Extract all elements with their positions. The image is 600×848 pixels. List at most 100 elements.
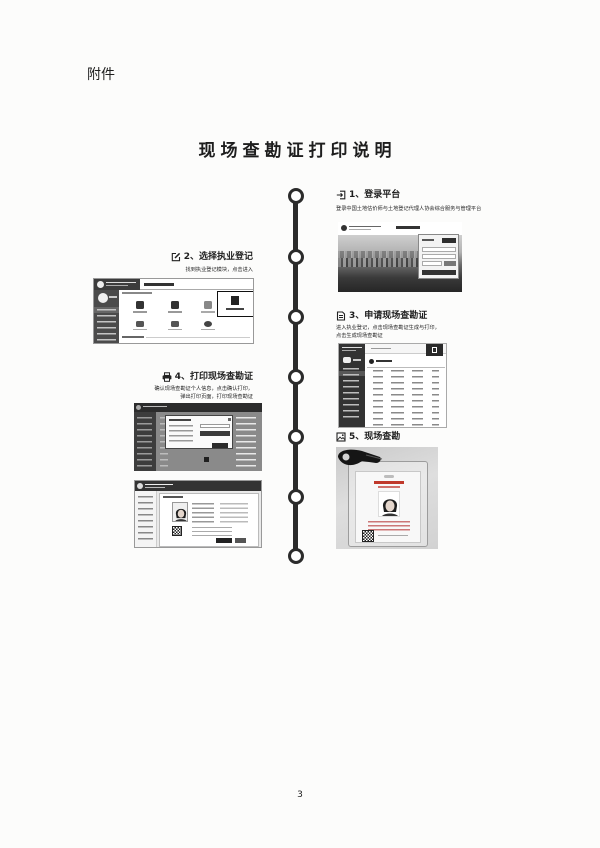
step-1: 1、登录平台 登录中国土地估价师与土地登记代理人协会综合服务与管理平台 xyxy=(336,189,481,213)
person-silhouette-icon xyxy=(175,508,187,521)
page-number: 3 xyxy=(297,790,303,800)
photo-texture xyxy=(338,251,428,258)
generate-permit-button xyxy=(426,344,443,356)
table-column xyxy=(373,370,383,426)
info-field xyxy=(200,424,230,428)
register-button xyxy=(442,237,456,243)
table-column xyxy=(160,417,168,467)
person-silhouette-icon xyxy=(382,499,398,516)
close-icon xyxy=(228,418,231,421)
login-icon xyxy=(336,190,346,200)
top-bar xyxy=(365,344,446,354)
practice-registration-screenshot xyxy=(93,278,254,344)
confirm-print-button xyxy=(212,443,228,448)
header-text-line xyxy=(342,350,356,352)
attachment-label: 附件 xyxy=(87,67,115,83)
login-button xyxy=(422,270,456,275)
platform-logo xyxy=(341,225,347,231)
practice-registration-module-highlight xyxy=(217,291,253,317)
document-icon xyxy=(432,347,437,353)
module-label xyxy=(168,329,182,331)
header-text-line xyxy=(143,406,167,408)
timeline-node xyxy=(288,369,304,385)
card-subtitle-mark xyxy=(378,486,400,488)
platform-logo xyxy=(136,405,141,410)
print-page-screenshot xyxy=(134,480,262,548)
header-brand xyxy=(94,279,140,290)
module-label xyxy=(201,311,215,313)
confirm-print-dialog-screenshot xyxy=(134,403,262,471)
header-text-line xyxy=(145,487,165,489)
survey-permit-card xyxy=(355,471,421,543)
card-footer-line xyxy=(378,535,408,537)
step-4-desc-line-1: 确认现场查勘证个人信息，点击确认打印， xyxy=(154,386,253,392)
top-bar-text xyxy=(371,348,391,350)
app-header xyxy=(135,481,261,491)
user-name-line xyxy=(109,296,117,298)
card-info-lines xyxy=(368,521,410,531)
username-field xyxy=(422,247,456,252)
sidebar-items xyxy=(137,417,152,467)
print-button xyxy=(216,538,232,543)
image-icon xyxy=(336,432,346,442)
timeline-node xyxy=(288,188,304,204)
module-icon xyxy=(171,321,179,327)
module-icon xyxy=(171,301,179,309)
header-text-line xyxy=(349,228,371,230)
step-3-desc-line-1: 进入执业登记，点击现场查勘证生成与打印， xyxy=(336,325,440,331)
card-title xyxy=(163,496,183,498)
sidebar-items xyxy=(343,368,359,418)
info-lines xyxy=(192,503,214,523)
info-lines xyxy=(220,503,248,523)
panel-title xyxy=(422,239,434,241)
table-column xyxy=(412,370,423,426)
table-column xyxy=(391,370,404,426)
sidebar xyxy=(94,290,119,343)
cancel-button xyxy=(235,538,246,543)
platform-name-text xyxy=(396,226,420,229)
header-text-line xyxy=(349,225,381,228)
platform-logo xyxy=(137,483,143,489)
step-4-desc-line-2: 弹出打印页面，打印现场查勘证 xyxy=(180,394,253,400)
timeline-node xyxy=(288,429,304,445)
timeline-node xyxy=(288,489,304,505)
step-2: 2、选择执业登记 找到执业登记模块，点击进入 xyxy=(171,251,253,274)
document-icon xyxy=(336,311,346,321)
qr-code xyxy=(172,526,182,536)
printer-icon xyxy=(162,372,172,382)
sidebar xyxy=(339,344,365,427)
confirm-dialog xyxy=(165,415,233,449)
module-icon xyxy=(136,321,144,327)
module-icon xyxy=(204,321,212,327)
module-label xyxy=(226,308,244,310)
module-label xyxy=(133,329,147,331)
card-hole xyxy=(384,475,394,478)
step-5-title: 5、现场查勘 xyxy=(349,432,401,442)
platform-name-text xyxy=(144,283,174,286)
bird-logo-icon xyxy=(343,357,351,363)
step-5: 5、现场查勘 xyxy=(336,431,400,443)
step-2-desc: 找到执业登记模块，点击进入 xyxy=(185,267,253,273)
edit-icon xyxy=(171,252,180,262)
timeline-node xyxy=(288,548,304,564)
info-field-dark xyxy=(200,431,230,436)
dialog-title xyxy=(169,419,191,421)
module-icon xyxy=(136,301,144,309)
module-label xyxy=(133,311,147,313)
section-dot-icon xyxy=(369,359,374,364)
step-3-desc-line-2: 点击生成现场查勘证 xyxy=(336,333,383,339)
survey-badge-photo xyxy=(336,447,438,549)
step-4: 4、打印现场查勘证 确认现场查勘证个人信息，点击确认打印， 弹出打印页面，打印现… xyxy=(154,371,253,401)
header-text-line xyxy=(145,484,173,486)
sidebar-items xyxy=(97,309,116,341)
step-1-desc: 登录中国土地估价师与土地登记代理人协会综合服务与管理平台 xyxy=(336,206,482,212)
captcha-image xyxy=(444,261,456,266)
captcha-field xyxy=(422,261,442,266)
info-lines xyxy=(192,527,232,536)
avatar xyxy=(98,293,108,303)
header-text-line xyxy=(342,347,362,349)
step-3: 3、申请现场查勘证 进入执业登记，点击现场查勘证生成与打印， 点击生成现场查勘证 xyxy=(336,310,440,340)
module-icon xyxy=(204,301,212,309)
step-2-title: 2、选择执业登记 xyxy=(183,252,253,262)
lanyard-clip-icon xyxy=(338,449,383,466)
